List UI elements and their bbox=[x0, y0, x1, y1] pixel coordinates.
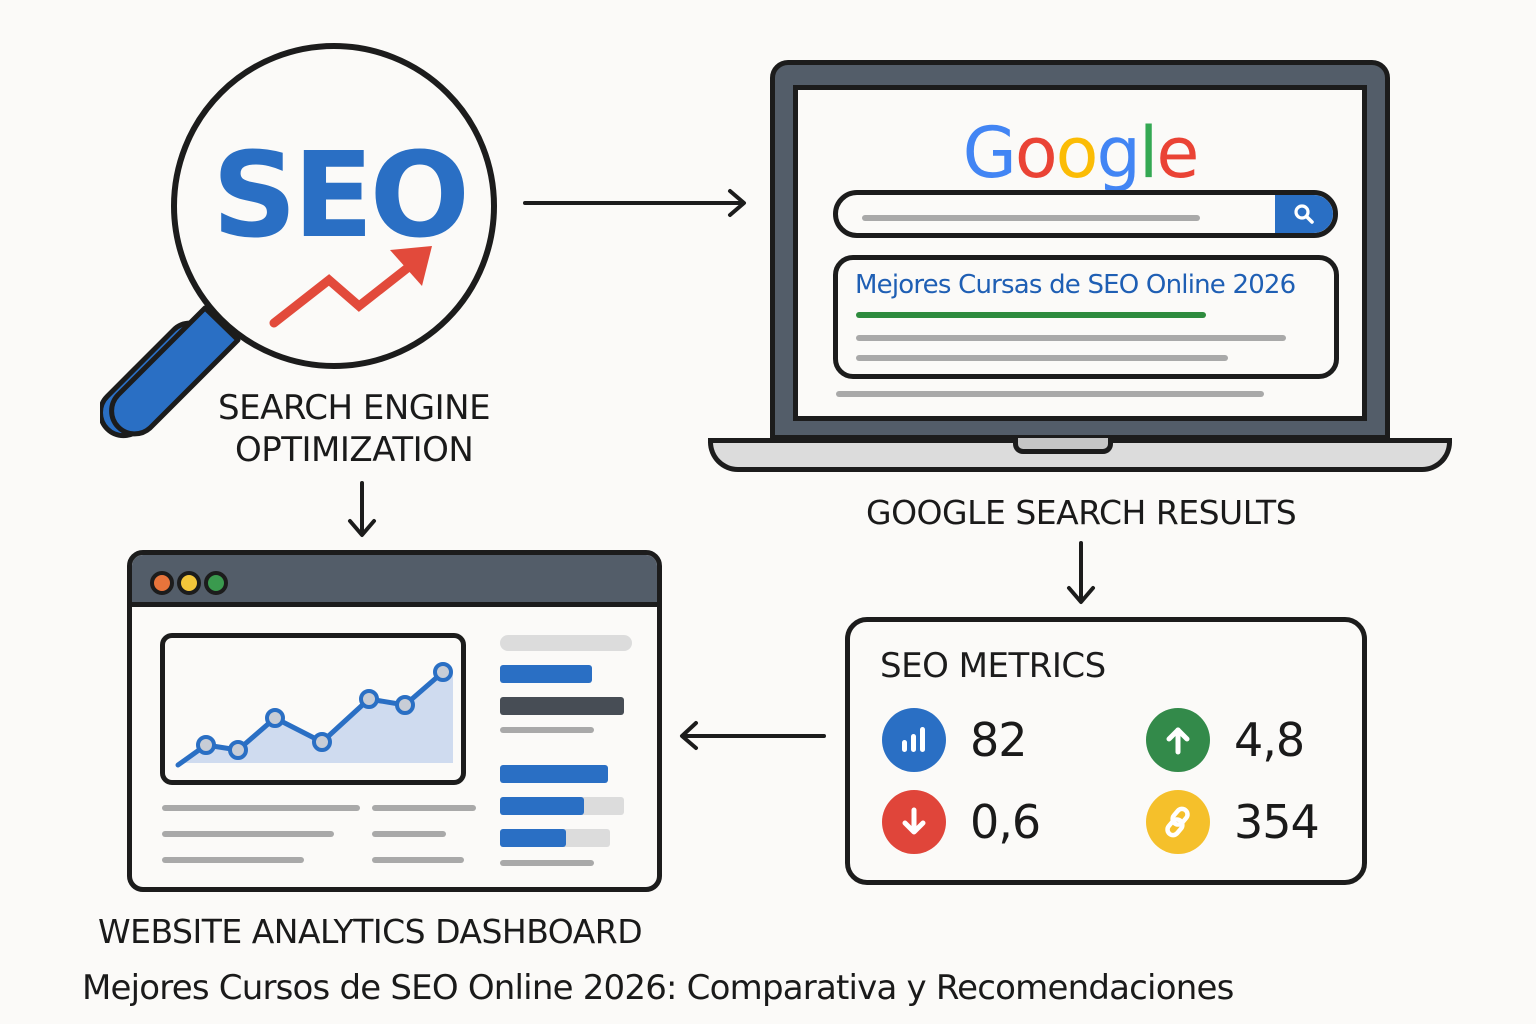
placeholder-line bbox=[372, 857, 464, 863]
placeholder-line bbox=[162, 805, 360, 811]
seo-metrics-card: SEO METRICS 82 4,8 0,6 bbox=[845, 617, 1367, 885]
google-letter-o1: o bbox=[1014, 112, 1058, 194]
line-chart bbox=[175, 662, 453, 768]
google-letter-o2: o bbox=[1055, 112, 1099, 194]
laptop: Google Mejores Cursas de SEO Online 2026 bbox=[770, 60, 1390, 440]
result-url-line bbox=[856, 312, 1206, 318]
placeholder-line bbox=[500, 860, 594, 866]
laptop-notch bbox=[1013, 438, 1113, 454]
next-result-line bbox=[836, 391, 1264, 397]
progress-fill bbox=[500, 829, 566, 847]
metric-score: 82 bbox=[882, 708, 1028, 772]
seo-magnifier: SEO bbox=[100, 40, 520, 440]
search-result-card[interactable]: Mejores Cursas de SEO Online 2026 bbox=[833, 255, 1339, 379]
search-icon bbox=[1294, 204, 1314, 224]
search-result-title[interactable]: Mejores Cursas de SEO Online 2026 bbox=[855, 270, 1296, 300]
magnifier-icon bbox=[100, 43, 497, 439]
google-letter-e: e bbox=[1156, 112, 1199, 194]
result-snippet-line bbox=[856, 355, 1228, 361]
placeholder-line bbox=[162, 831, 334, 837]
page-title: Mejores Cursos de SEO Online 2026: Compa… bbox=[82, 968, 1234, 1008]
placeholder-line bbox=[162, 857, 304, 863]
window-maximize-dot[interactable] bbox=[204, 571, 228, 595]
result-snippet-line bbox=[856, 335, 1286, 341]
window-minimize-dot[interactable] bbox=[177, 571, 201, 595]
google-letter-l: l bbox=[1138, 112, 1159, 194]
seo-caption-line1: SEARCH ENGINE bbox=[218, 388, 491, 428]
laptop-base bbox=[708, 438, 1452, 472]
metric-backlinks: 354 bbox=[1146, 790, 1320, 854]
arrow-down-icon bbox=[1067, 541, 1095, 604]
search-button[interactable] bbox=[1275, 195, 1333, 233]
link-icon bbox=[1146, 790, 1210, 854]
dashboard-caption: WEBSITE ANALYTICS DASHBOARD bbox=[98, 912, 643, 951]
metric-value: 354 bbox=[1234, 795, 1320, 849]
bar-chart-icon bbox=[882, 708, 946, 772]
trend-up-arrow-icon bbox=[269, 246, 432, 328]
placeholder-line bbox=[372, 831, 446, 837]
metric-value: 0,6 bbox=[970, 795, 1041, 849]
arrow-left-icon bbox=[680, 721, 826, 750]
window-titlebar bbox=[132, 555, 657, 607]
progress-fill bbox=[500, 797, 584, 815]
metric-value: 82 bbox=[970, 713, 1028, 767]
metric-bar-dark bbox=[500, 697, 624, 715]
google-letter-g: G bbox=[962, 112, 1017, 194]
analytics-dashboard-window bbox=[127, 550, 662, 892]
laptop-screen: Google Mejores Cursas de SEO Online 2026 bbox=[793, 85, 1367, 421]
seo-caption-line2: OPTIMIZATION bbox=[235, 430, 474, 470]
metric-value: 4,8 bbox=[1234, 713, 1305, 767]
line-chart-panel bbox=[160, 633, 466, 785]
placeholder-line bbox=[372, 805, 476, 811]
arrow-right-icon bbox=[523, 189, 746, 217]
metric-growth: 4,8 bbox=[1146, 708, 1305, 772]
metric-bar-blue bbox=[500, 665, 592, 683]
arrow-down-icon bbox=[348, 481, 376, 537]
metrics-title: SEO METRICS bbox=[880, 646, 1106, 686]
placeholder-line bbox=[500, 727, 594, 733]
metric-bar-blue bbox=[500, 765, 608, 783]
arrow-down-icon bbox=[882, 790, 946, 854]
search-placeholder-line bbox=[862, 215, 1200, 221]
arrow-up-icon bbox=[1146, 708, 1210, 772]
google-caption: GOOGLE SEARCH RESULTS bbox=[866, 493, 1297, 532]
seo-logo-text: SEO bbox=[212, 126, 470, 264]
placeholder-bar bbox=[500, 635, 632, 651]
metric-bounce: 0,6 bbox=[882, 790, 1041, 854]
search-input[interactable] bbox=[833, 190, 1338, 238]
google-letter-g2: g bbox=[1096, 112, 1140, 194]
google-logo: Google bbox=[798, 118, 1362, 188]
window-close-dot[interactable] bbox=[150, 571, 174, 595]
